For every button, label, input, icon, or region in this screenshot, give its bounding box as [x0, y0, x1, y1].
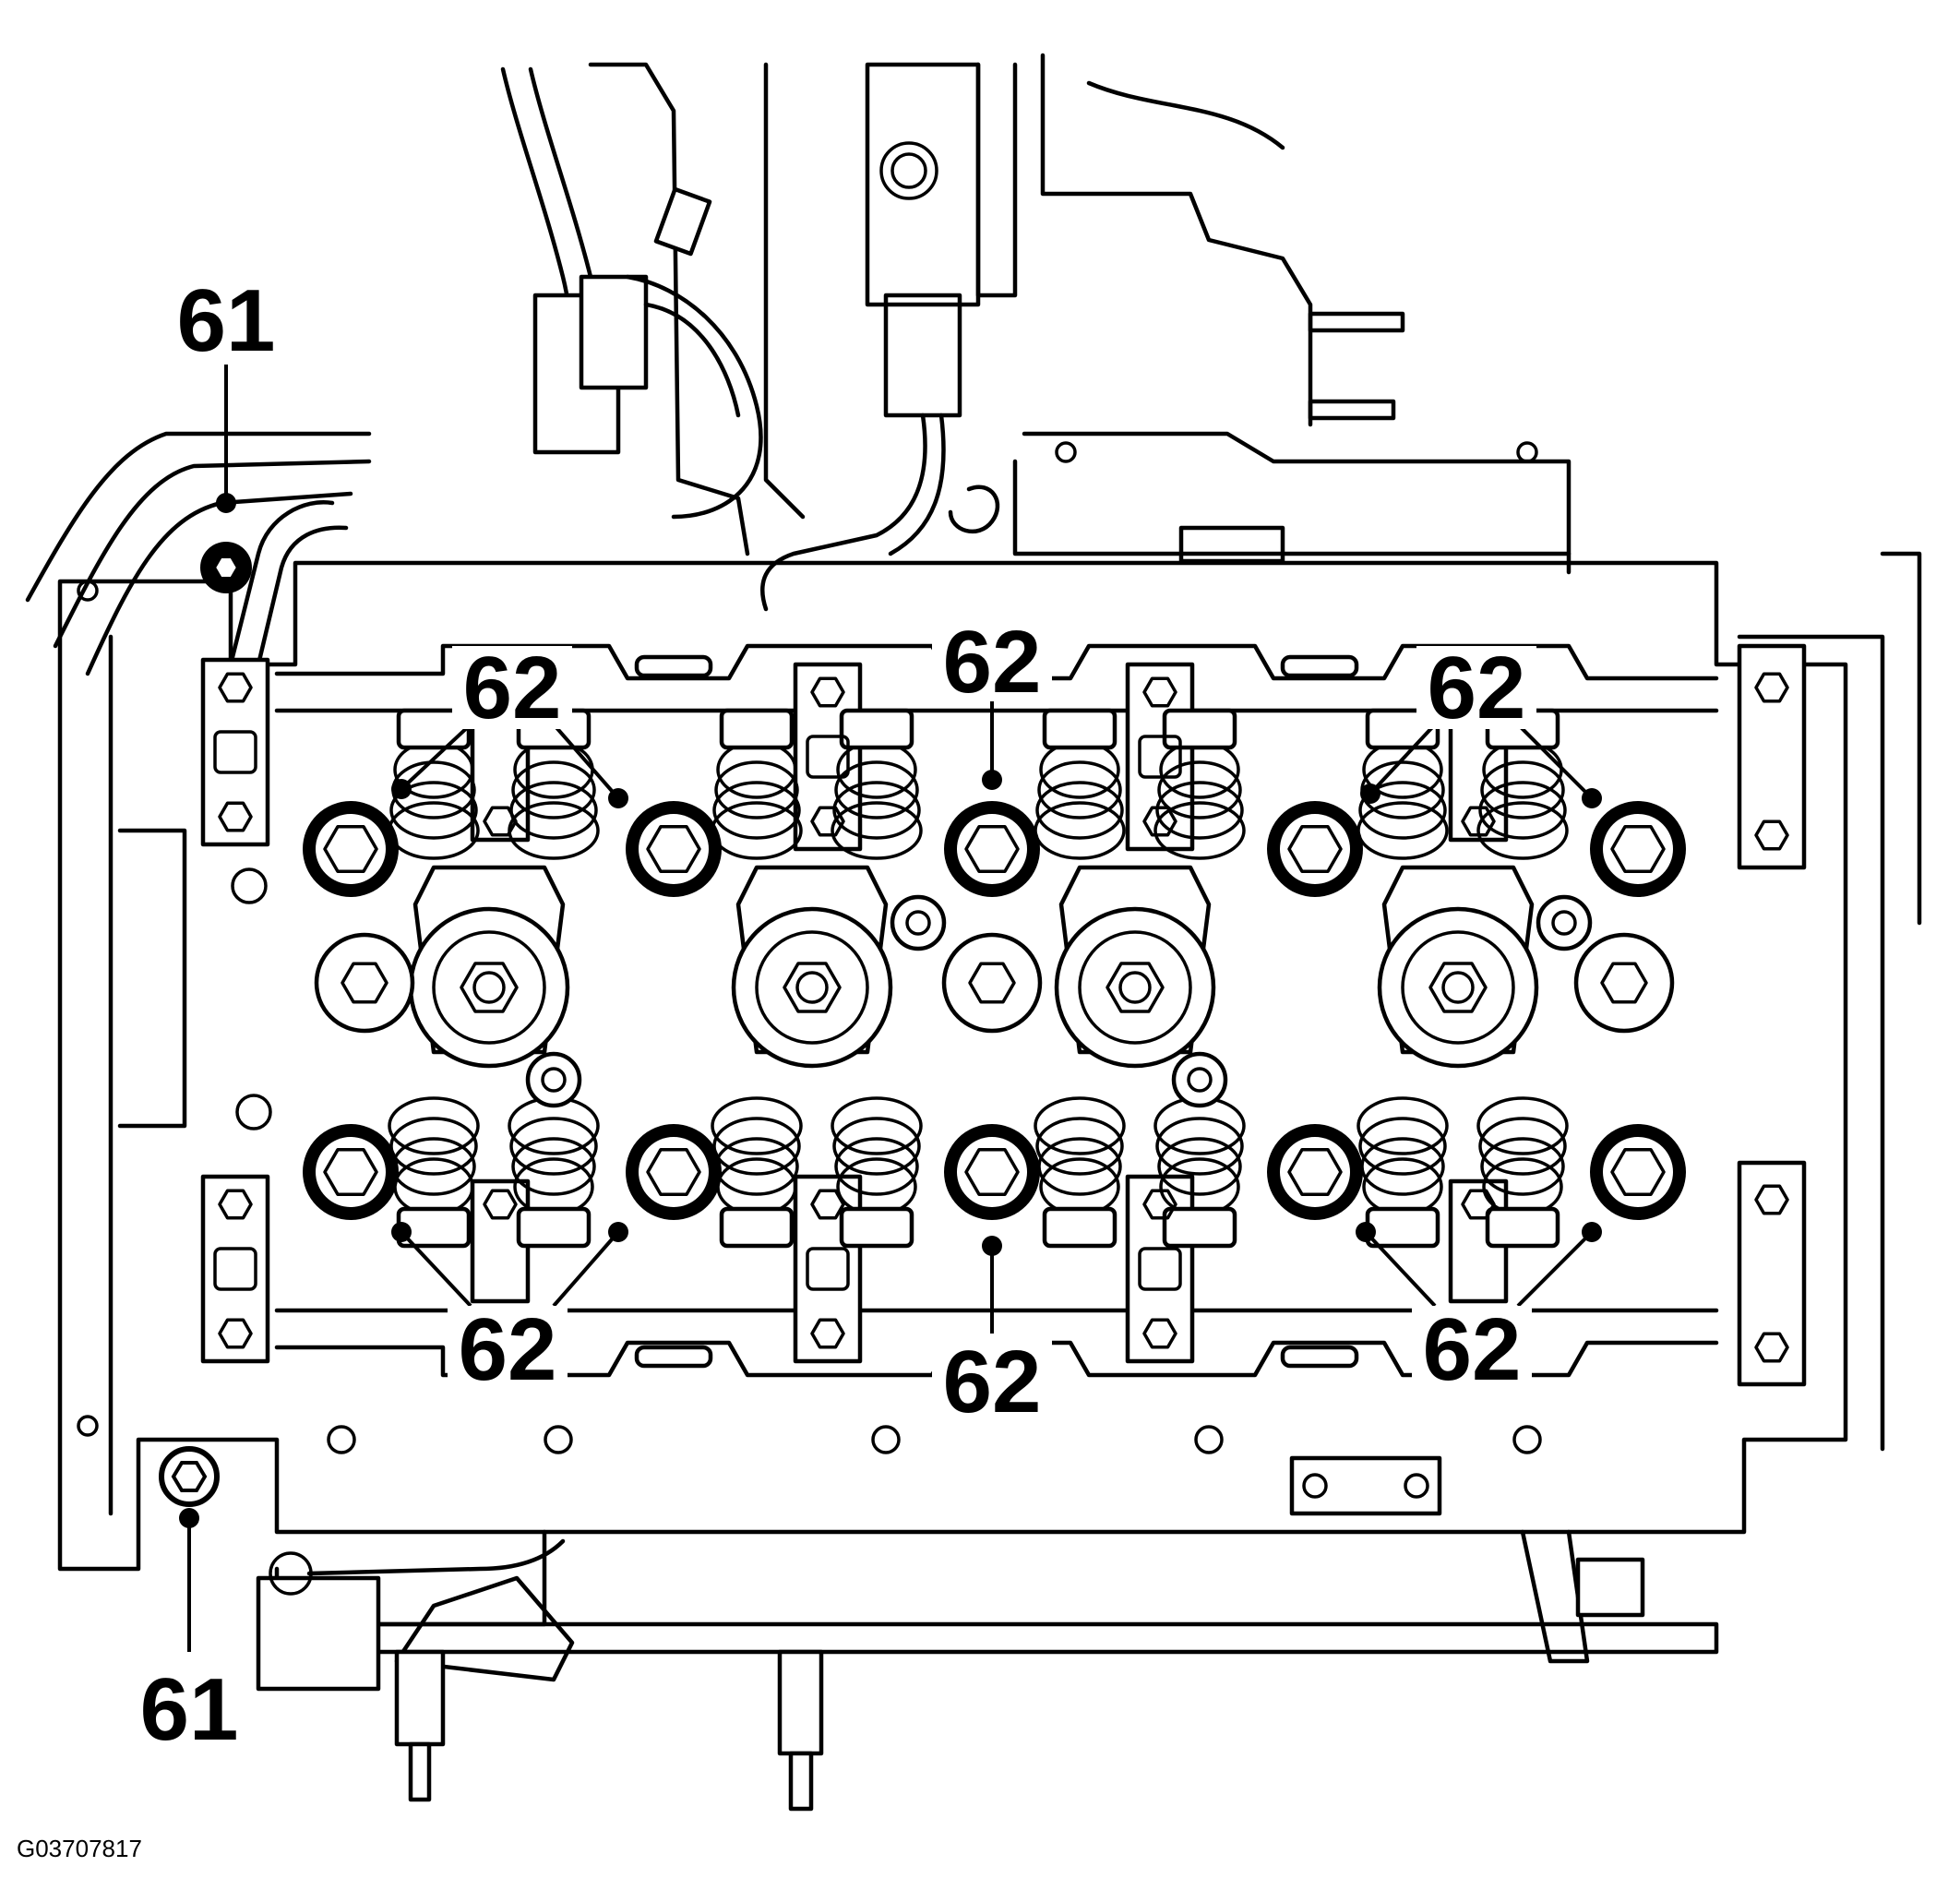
cap-bolt	[810, 1189, 845, 1220]
spark-plug-bosses	[314, 865, 1675, 1108]
head-bolt	[303, 1124, 399, 1220]
cap-bolt	[810, 676, 845, 708]
callout-61-top: 61	[177, 271, 276, 370]
upper-components	[500, 53, 1572, 612]
callout-62-top-right: 62	[1428, 639, 1526, 737]
lower-components	[256, 1425, 1719, 1812]
head-bolt	[1267, 1124, 1363, 1220]
valve-spring	[831, 1096, 923, 1249]
cylinder-head-outline	[57, 551, 1922, 1572]
bearing-cap-bolts	[213, 672, 1789, 1363]
cap-bolt	[218, 1318, 253, 1349]
cylinder-head-bolts	[303, 801, 1686, 1220]
head-bolt	[626, 1124, 722, 1220]
cap-center	[213, 730, 257, 774]
head-bolt	[303, 801, 399, 897]
callout-labels: 61 61 62 62 62 62 62 62	[129, 271, 1536, 1759]
manifold-bolt-upper	[200, 542, 252, 593]
cap-bolt	[1142, 676, 1177, 708]
cap-bolt	[218, 801, 253, 832]
cap-bolt	[810, 806, 845, 837]
valve-spring	[1476, 1096, 1569, 1249]
valve-spring	[508, 1096, 600, 1249]
valve-springs	[388, 708, 1569, 1249]
head-bolt	[944, 801, 1040, 897]
cap-bolt	[1754, 1184, 1789, 1215]
manifold-bolt-lower	[159, 1446, 220, 1507]
spark-plug-boss	[408, 865, 582, 1108]
head-bolt	[626, 801, 722, 897]
cap-bolt	[483, 1189, 518, 1220]
callout-62-top-left: 62	[463, 639, 562, 737]
callout-62-top-center: 62	[943, 613, 1042, 712]
cap-center	[806, 1247, 850, 1291]
callout-62-bottom-right: 62	[1423, 1300, 1522, 1399]
valve-spring	[711, 708, 803, 860]
spark-plug-boss	[1054, 865, 1228, 1108]
callout-61-bottom: 61	[140, 1660, 239, 1759]
spark-plug-boss	[1377, 865, 1593, 1069]
valve-spring	[1153, 708, 1246, 860]
cap-center	[1138, 735, 1182, 779]
cap-bolt	[1754, 1332, 1789, 1363]
cap-bolt	[1142, 1189, 1177, 1220]
head-bolt	[1267, 801, 1363, 897]
cap-center	[1138, 1247, 1182, 1291]
cap-bolt	[218, 672, 253, 703]
cap-bolt	[1142, 1318, 1177, 1349]
cap-bolt	[1461, 1189, 1496, 1220]
cap-bolt	[1754, 819, 1789, 851]
valve-spring	[1034, 1096, 1126, 1249]
cap-bolt	[1142, 806, 1177, 837]
callout-leaders	[179, 365, 1602, 1652]
head-bolt	[944, 1124, 1040, 1220]
head-bolt	[1590, 801, 1686, 897]
valve-spring	[1356, 1096, 1449, 1249]
head-bolt	[1590, 1124, 1686, 1220]
cap-bolt	[810, 1318, 845, 1349]
head-boss	[941, 932, 1043, 1034]
valve-spring	[711, 1096, 803, 1249]
cap-bolt	[218, 1189, 253, 1220]
figure-id: G03707817	[17, 1835, 142, 1862]
spark-plug-boss	[731, 865, 947, 1069]
valve-spring	[831, 708, 923, 860]
left-harness	[25, 431, 372, 676]
head-boss	[314, 932, 415, 1034]
head-boss	[1573, 932, 1675, 1034]
cap-bolt	[1754, 672, 1789, 703]
valve-spring	[1034, 708, 1126, 860]
cap-bolt	[1461, 806, 1496, 837]
valve-spring	[1153, 1096, 1246, 1249]
cap-center	[213, 1247, 257, 1291]
callout-62-bottom-center: 62	[943, 1333, 1042, 1431]
cap-center	[806, 735, 850, 779]
callout-62-bottom-left: 62	[459, 1300, 557, 1399]
cap-bolt	[483, 806, 518, 837]
